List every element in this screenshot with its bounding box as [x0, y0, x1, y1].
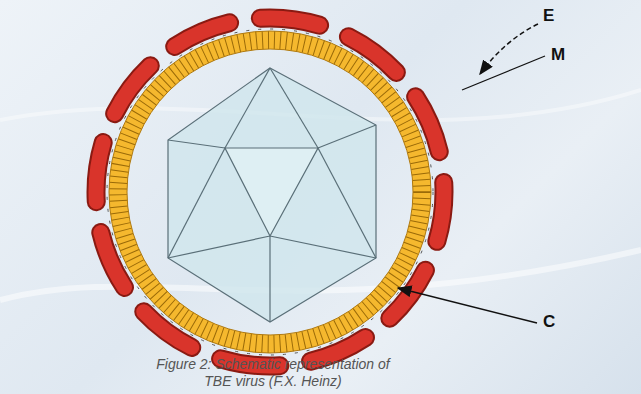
part-label: C — [543, 312, 555, 332]
part-label: E — [543, 6, 554, 26]
e-protein — [96, 18, 444, 366]
anchor-loops — [107, 29, 433, 355]
capsid — [168, 68, 376, 322]
e-protein — [96, 18, 444, 366]
membrane-lipids — [118, 40, 422, 344]
leader-line — [462, 56, 545, 90]
membrane — [118, 40, 422, 344]
part-label: M — [551, 45, 565, 65]
figure-caption: Figure 2: Schematic representation of TB… — [148, 356, 398, 390]
leader-line — [480, 24, 538, 74]
leader-line — [398, 288, 537, 323]
